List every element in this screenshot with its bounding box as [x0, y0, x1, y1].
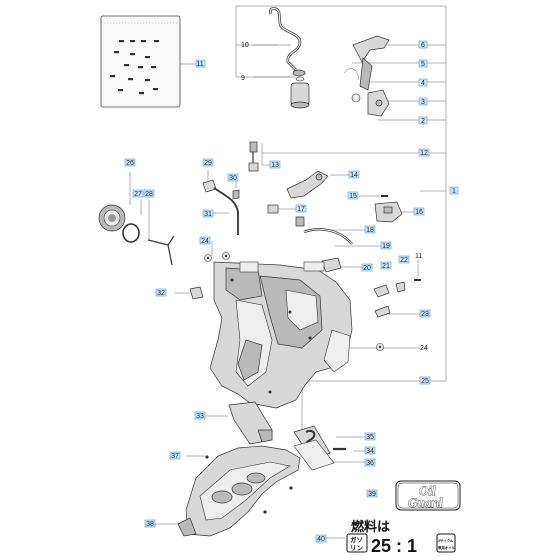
callout-36: 36	[366, 460, 374, 467]
callout-3: 3	[421, 99, 425, 106]
fuel-ratio-label: 燃料は ガソ リン 25 : 1 2サイクル 専用オイル	[346, 519, 456, 556]
callout-11b: 11	[415, 253, 422, 260]
callout-15: 15	[349, 193, 357, 200]
fuel-right-top: 2サイクル	[438, 538, 454, 543]
fuel-hose-filter	[269, 7, 310, 109]
hose-part	[303, 228, 353, 245]
grommet-part	[321, 257, 342, 273]
bracket-part	[374, 195, 403, 223]
callout-24b: 24	[420, 345, 428, 352]
callout-32: 32	[157, 290, 165, 297]
oil-guard-badge: Oil Guard	[395, 480, 461, 511]
callout-35: 35	[366, 434, 374, 441]
oil-label: Oil	[419, 483, 436, 498]
callout-18: 18	[366, 227, 374, 234]
callout-labels: 11 10 9 6 5 4 3 2 12 13 14 15 16 17 18 1…	[124, 40, 459, 543]
plate-part	[228, 401, 273, 445]
callout-1: 1	[452, 188, 456, 195]
callout-13: 13	[271, 162, 279, 169]
callout-25: 25	[421, 378, 429, 385]
small-plate	[293, 439, 335, 471]
screw-bag	[100, 15, 181, 108]
guard-label: Guard	[408, 495, 443, 510]
lever-part	[286, 170, 329, 199]
callout-5: 5	[421, 61, 425, 68]
callout-30: 30	[229, 175, 237, 182]
callout-40: 40	[317, 536, 325, 543]
switch-part	[248, 141, 259, 172]
callout-2: 2	[421, 118, 425, 125]
callout-19: 19	[382, 243, 390, 250]
callout-27: 27	[134, 191, 142, 198]
callout-20: 20	[363, 265, 371, 272]
fuel-right-bottom: 専用オイル	[438, 545, 456, 550]
clip-part	[267, 204, 305, 227]
fuel-ratio: 25 : 1	[371, 536, 417, 556]
cable-part	[202, 179, 240, 235]
lower-guard	[177, 445, 301, 537]
callout-24a: 24	[201, 238, 209, 245]
main-housing	[209, 261, 353, 409]
washers	[204, 252, 384, 351]
callout-6: 6	[421, 42, 425, 49]
callout-23: 23	[421, 311, 429, 318]
callout-17: 17	[297, 206, 305, 213]
callout-38: 38	[146, 521, 154, 528]
fuel-left-bottom: リン	[350, 544, 364, 552]
fuel-left-top: ガソ	[350, 535, 363, 544]
callout-37: 37	[171, 453, 179, 460]
trigger-assembly	[343, 35, 390, 117]
callout-29: 29	[204, 160, 212, 167]
clamp-part	[189, 286, 204, 300]
fuel-heading: 燃料は	[351, 519, 390, 534]
callout-16: 16	[415, 209, 423, 216]
parts	[98, 7, 421, 537]
filter-ring-parts	[98, 204, 175, 266]
callout-11a: 11	[196, 61, 203, 68]
callout-33: 33	[196, 413, 204, 420]
callout-31: 31	[204, 211, 212, 218]
callout-28: 28	[145, 191, 153, 198]
callout-34: 34	[366, 448, 374, 455]
callout-21: 21	[382, 263, 390, 270]
small-parts	[373, 279, 421, 318]
callout-4: 4	[421, 80, 425, 87]
callout-22: 22	[400, 257, 408, 264]
callout-12: 12	[420, 150, 428, 157]
callout-9: 9	[241, 75, 245, 82]
callout-14: 14	[350, 172, 358, 179]
callout-39: 39	[368, 491, 376, 498]
callout-10: 10	[241, 42, 249, 49]
callout-26: 26	[126, 160, 134, 167]
